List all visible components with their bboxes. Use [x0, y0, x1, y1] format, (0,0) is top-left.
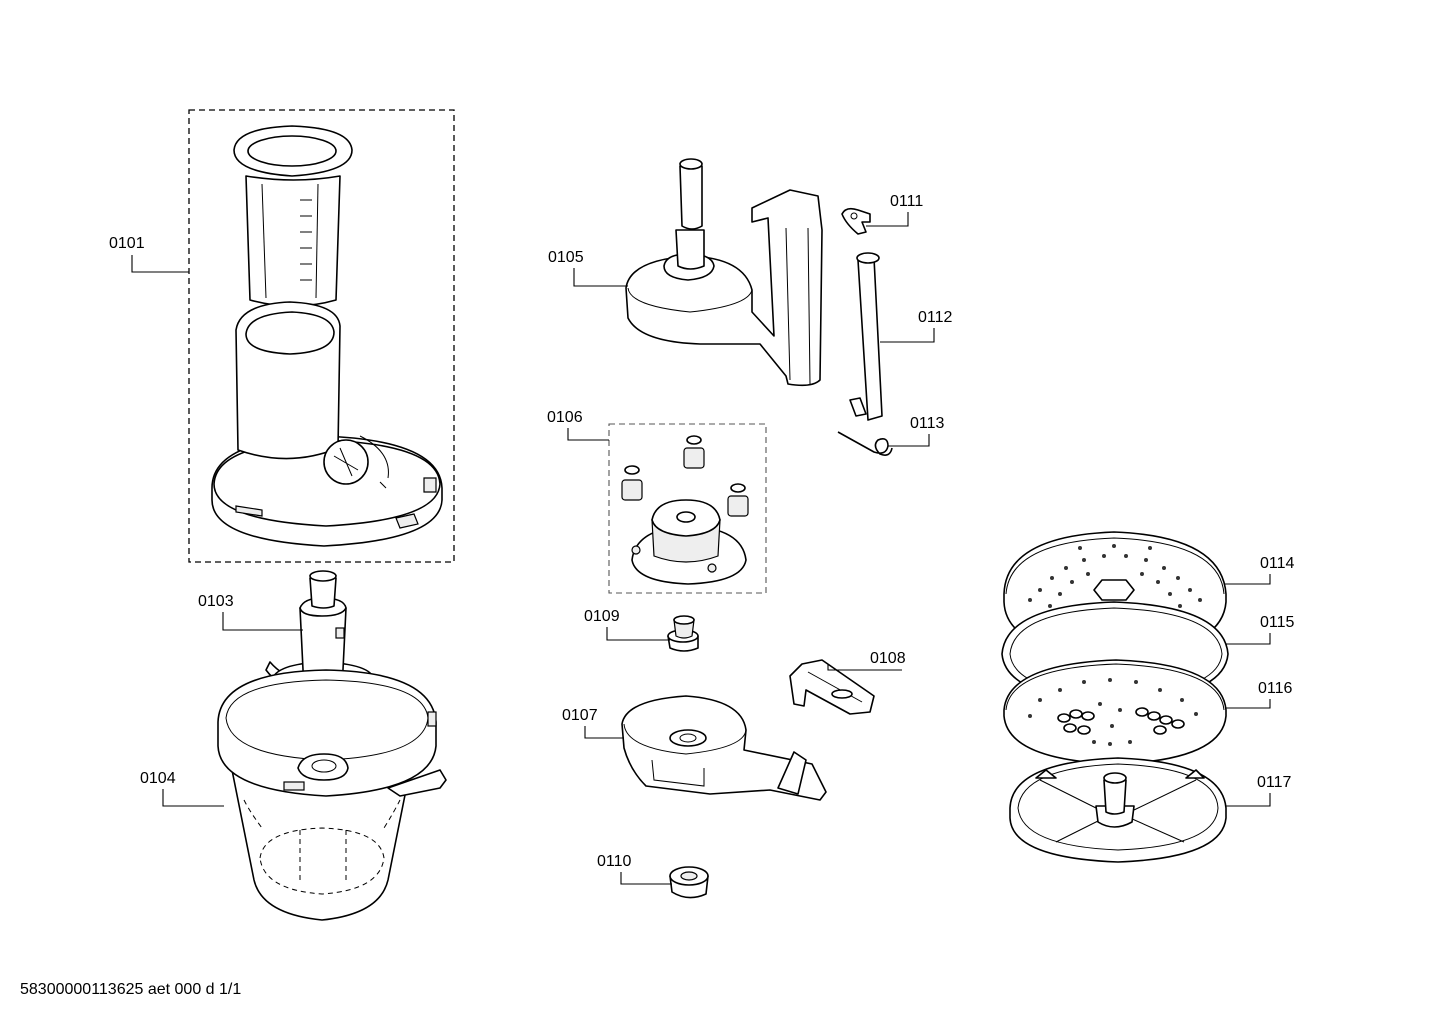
callout-0110: 0110 [597, 853, 632, 870]
callout-0116: 0116 [1258, 680, 1293, 697]
lid-assembly-frame [188, 109, 455, 563]
key-part[interactable] [841, 207, 871, 235]
callout-0103: 0103 [198, 593, 234, 610]
callout-0101: 0101 [109, 235, 145, 252]
gear-set-frame [608, 423, 767, 594]
drive-arm-housing[interactable] [625, 158, 823, 387]
measuring-cup[interactable] [233, 125, 353, 307]
callout-0106: 0106 [547, 409, 583, 426]
base-plate[interactable] [621, 695, 827, 801]
callout-0109: 0109 [584, 608, 620, 625]
callout-0104: 0104 [140, 770, 176, 787]
latch-piece[interactable] [789, 659, 875, 715]
callout-0111: 0111 [890, 193, 923, 210]
callout-0117: 0117 [1257, 774, 1292, 791]
callout-0105: 0105 [548, 249, 584, 266]
work-bowl[interactable] [217, 669, 447, 921]
callout-0112: 0112 [918, 309, 953, 326]
julienne-slots [1057, 707, 1185, 735]
julienne-disc[interactable] [1003, 659, 1227, 765]
spring[interactable] [837, 431, 893, 456]
coupling-cap[interactable] [669, 866, 709, 899]
disc-carrier[interactable] [1009, 757, 1227, 863]
callout-0113: 0113 [910, 415, 945, 432]
small-gear[interactable] [667, 615, 699, 652]
callout-0107: 0107 [562, 707, 598, 724]
callout-0114: 0114 [1260, 555, 1295, 572]
lid-with-feed-tube[interactable] [211, 301, 443, 547]
shaft[interactable] [849, 252, 883, 421]
callout-0115: 0115 [1260, 614, 1295, 631]
document-footer-code: 58300000113625 aet 000 d 1/1 [20, 981, 242, 998]
callout-0108: 0108 [870, 650, 906, 667]
planetary-gear-set[interactable] [621, 435, 749, 585]
